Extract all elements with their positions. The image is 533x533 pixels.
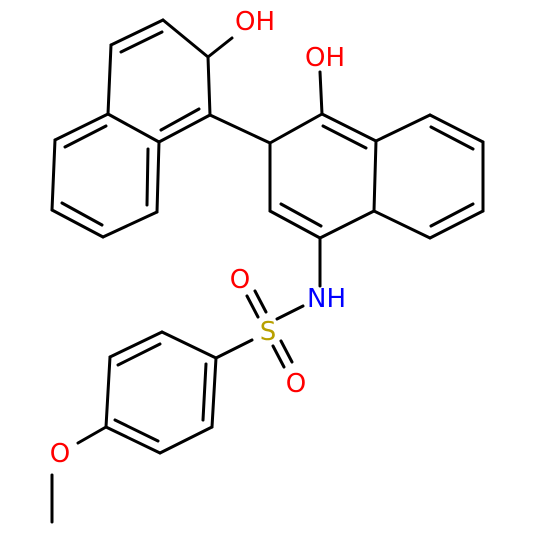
bond (104, 355, 112, 429)
bond (63, 124, 108, 149)
bond-layer (50, 18, 485, 524)
bond (201, 362, 208, 422)
bond (119, 30, 164, 54)
bond (206, 55, 212, 117)
bond (268, 112, 324, 145)
bond (210, 356, 218, 429)
bond (320, 112, 378, 143)
bond (60, 201, 104, 227)
bond (113, 418, 160, 443)
bond (50, 208, 105, 239)
bond (104, 425, 162, 455)
sulfonyl-oxygen-label: O (230, 265, 250, 295)
bond (53, 112, 110, 142)
bond (157, 113, 212, 144)
bond (155, 140, 161, 214)
bond (428, 209, 485, 240)
bond (245, 294, 260, 319)
bond (372, 209, 432, 240)
bond (101, 210, 159, 239)
hydroxyl-label: OH (305, 43, 345, 73)
sulfur-label: S (260, 317, 277, 347)
bond (160, 330, 218, 360)
atom-label-layer: OH OH NH S O O O (50, 7, 346, 469)
amine-nh-label: NH (307, 284, 346, 314)
bond (429, 202, 475, 228)
bond (279, 339, 294, 364)
bond (275, 304, 305, 321)
bond (106, 112, 161, 144)
bond (268, 209, 322, 240)
hydroxyl-label: OH (235, 7, 275, 37)
bond (428, 113, 485, 144)
bond (76, 425, 108, 445)
bond (106, 43, 113, 116)
bond (318, 209, 376, 240)
bond (374, 113, 432, 143)
bond (108, 330, 164, 359)
methoxy-oxygen-label: O (50, 439, 70, 469)
bond (206, 36, 234, 59)
bond (321, 124, 368, 150)
bond (50, 138, 57, 212)
bond (208, 113, 272, 145)
bond (116, 342, 162, 367)
bond (145, 147, 150, 207)
bond (214, 338, 254, 360)
bond (109, 18, 165, 47)
bond (253, 289, 268, 314)
bond (158, 425, 214, 455)
bond (318, 70, 324, 116)
sulfonyl-oxygen-label: O (286, 369, 306, 399)
bond (372, 139, 378, 213)
bond (271, 344, 286, 369)
bond (159, 107, 201, 132)
bond (161, 18, 210, 59)
bond (429, 125, 475, 151)
bond (279, 202, 323, 228)
